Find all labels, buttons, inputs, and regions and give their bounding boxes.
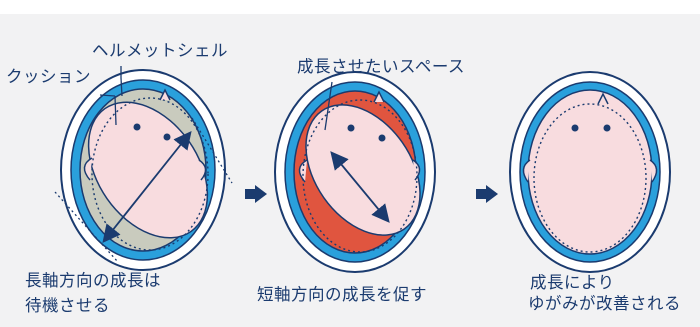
helmet-2 [274, 71, 436, 273]
step-arrow-1 [245, 185, 267, 203]
improve-label-line2: ゆがみが改善される [528, 294, 681, 313]
long-axis-label-line2: 待機させる [25, 296, 110, 315]
improve-label-line1: 成長により [530, 273, 615, 292]
growth-space-label: 成長させたいスペース [297, 57, 466, 76]
cushion-label: クッション [6, 67, 91, 86]
helmet-1 [54, 66, 233, 271]
short-axis-label: 短軸方向の成長を促す [257, 285, 427, 304]
long-axis-label-line1: 長軸方向の成長は [25, 271, 161, 290]
helmet-3 [509, 71, 671, 273]
helmet-shell-label: ヘルメットシェル [92, 41, 228, 60]
step-arrow-2 [476, 185, 498, 203]
